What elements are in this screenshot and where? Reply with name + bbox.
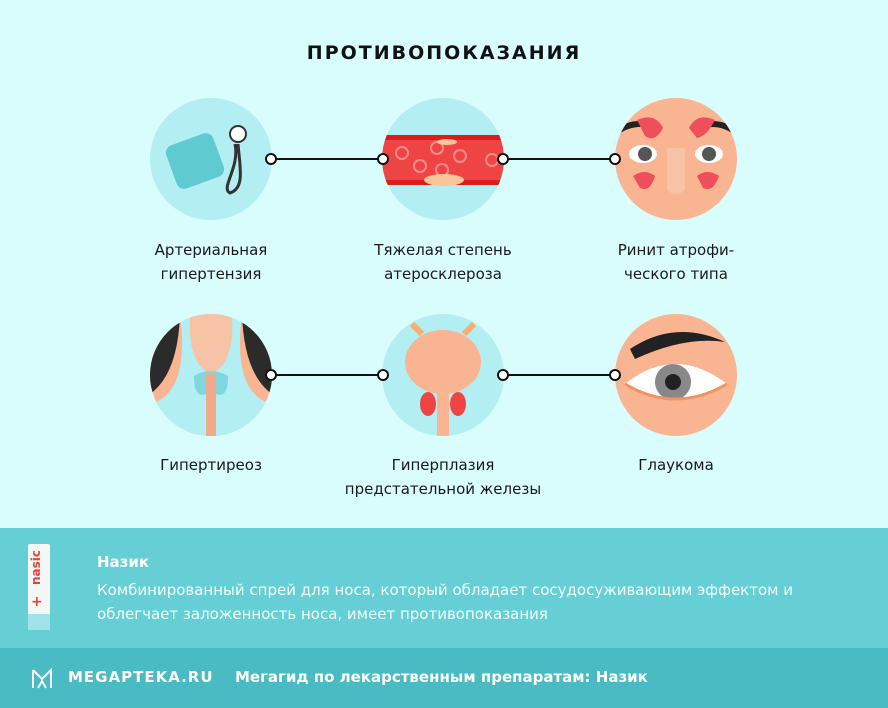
- prostate-icon: [382, 314, 504, 436]
- page-title: ПРОТИВОПОКАЗАНИЯ: [306, 42, 582, 64]
- blood-pressure-monitor-icon: [150, 98, 272, 220]
- megapteka-logo-icon: [32, 667, 52, 689]
- connector-line: [272, 158, 384, 160]
- item-label: Ринит атрофи-ческого типа: [617, 241, 735, 283]
- connector-line: [504, 374, 616, 376]
- connector-line: [272, 374, 384, 376]
- connector-node: [265, 369, 277, 381]
- blood-vessel-icon: [382, 98, 504, 220]
- product-box-image: nasic +: [28, 544, 50, 630]
- connector-line: [504, 158, 616, 160]
- connector-node: [609, 153, 621, 165]
- thyroid-icon: [150, 314, 272, 436]
- connector-node: [497, 369, 509, 381]
- sinus-face-icon: [615, 98, 737, 220]
- guide-title: Мегагид по лекарственным препаратам: Наз…: [235, 668, 648, 686]
- connector-node: [265, 153, 277, 165]
- footer: MEGAPTEKA.RU Мегагид по лекарственным пр…: [0, 648, 888, 708]
- brand-link[interactable]: MEGAPTEKA.RU: [68, 668, 214, 686]
- connector-node: [377, 153, 389, 165]
- eye-icon: [615, 314, 737, 436]
- product-description: Комбинированный спрей для носа, который …: [97, 581, 793, 623]
- product-band: nasic + Назик Комбинированный спрей для …: [0, 528, 888, 648]
- connector-node: [609, 369, 621, 381]
- item-label: Гипертиреоз: [160, 456, 262, 474]
- connector-node: [377, 369, 389, 381]
- item-label: Глаукома: [638, 456, 714, 474]
- connector-node: [497, 153, 509, 165]
- product-name: Назик: [97, 553, 150, 571]
